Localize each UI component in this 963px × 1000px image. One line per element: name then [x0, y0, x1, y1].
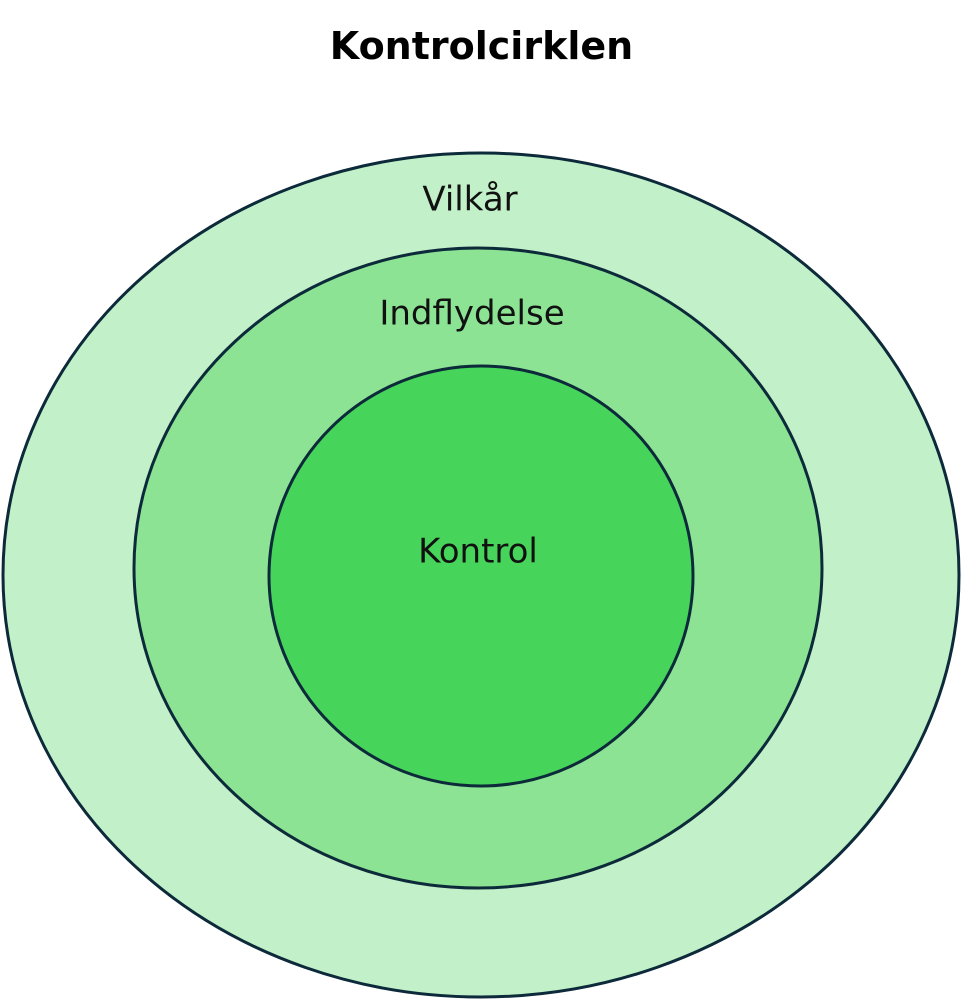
middle-ring-label: Indflydelse — [379, 294, 564, 334]
outer-ring-label: Vilkår — [422, 180, 517, 220]
inner-circle-kontrol — [267, 364, 695, 788]
page-title: Kontrolcirklen — [329, 24, 634, 68]
inner-circle-label: Kontrol — [418, 532, 538, 572]
